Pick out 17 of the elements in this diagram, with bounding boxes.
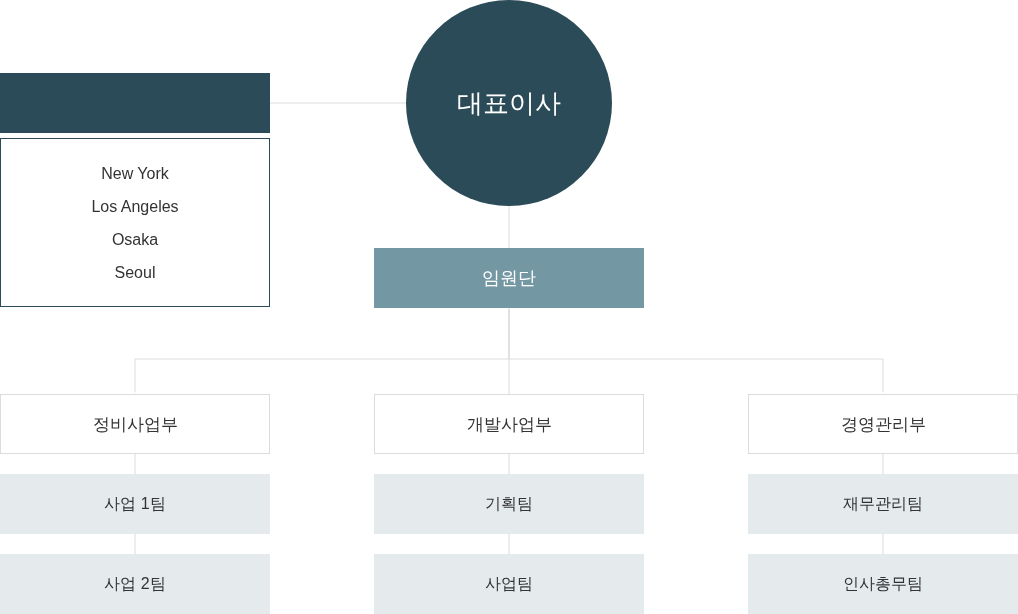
org-box: 정비사업부: [0, 394, 270, 454]
org-box: 인사총무팀: [748, 554, 1018, 614]
list-item: Seoul: [114, 262, 156, 283]
list-item: Los Angeles: [91, 196, 179, 217]
filled-box: [0, 73, 270, 133]
list-item: New York: [101, 163, 169, 184]
list-item: Osaka: [111, 229, 159, 250]
org-box: 사업팀: [374, 554, 644, 614]
org-box: 재무관리팀: [748, 474, 1018, 534]
org-box: 개발사업부: [374, 394, 644, 454]
org-box: 경영관리부: [748, 394, 1018, 454]
list-box: [0, 138, 270, 307]
circle-node: 대표이사: [406, 0, 612, 206]
filled-box: 임원단: [374, 248, 644, 308]
org-box: 사업 1팀: [0, 474, 270, 534]
org-box: 기획팀: [374, 474, 644, 534]
org-box: 사업 2팀: [0, 554, 270, 614]
